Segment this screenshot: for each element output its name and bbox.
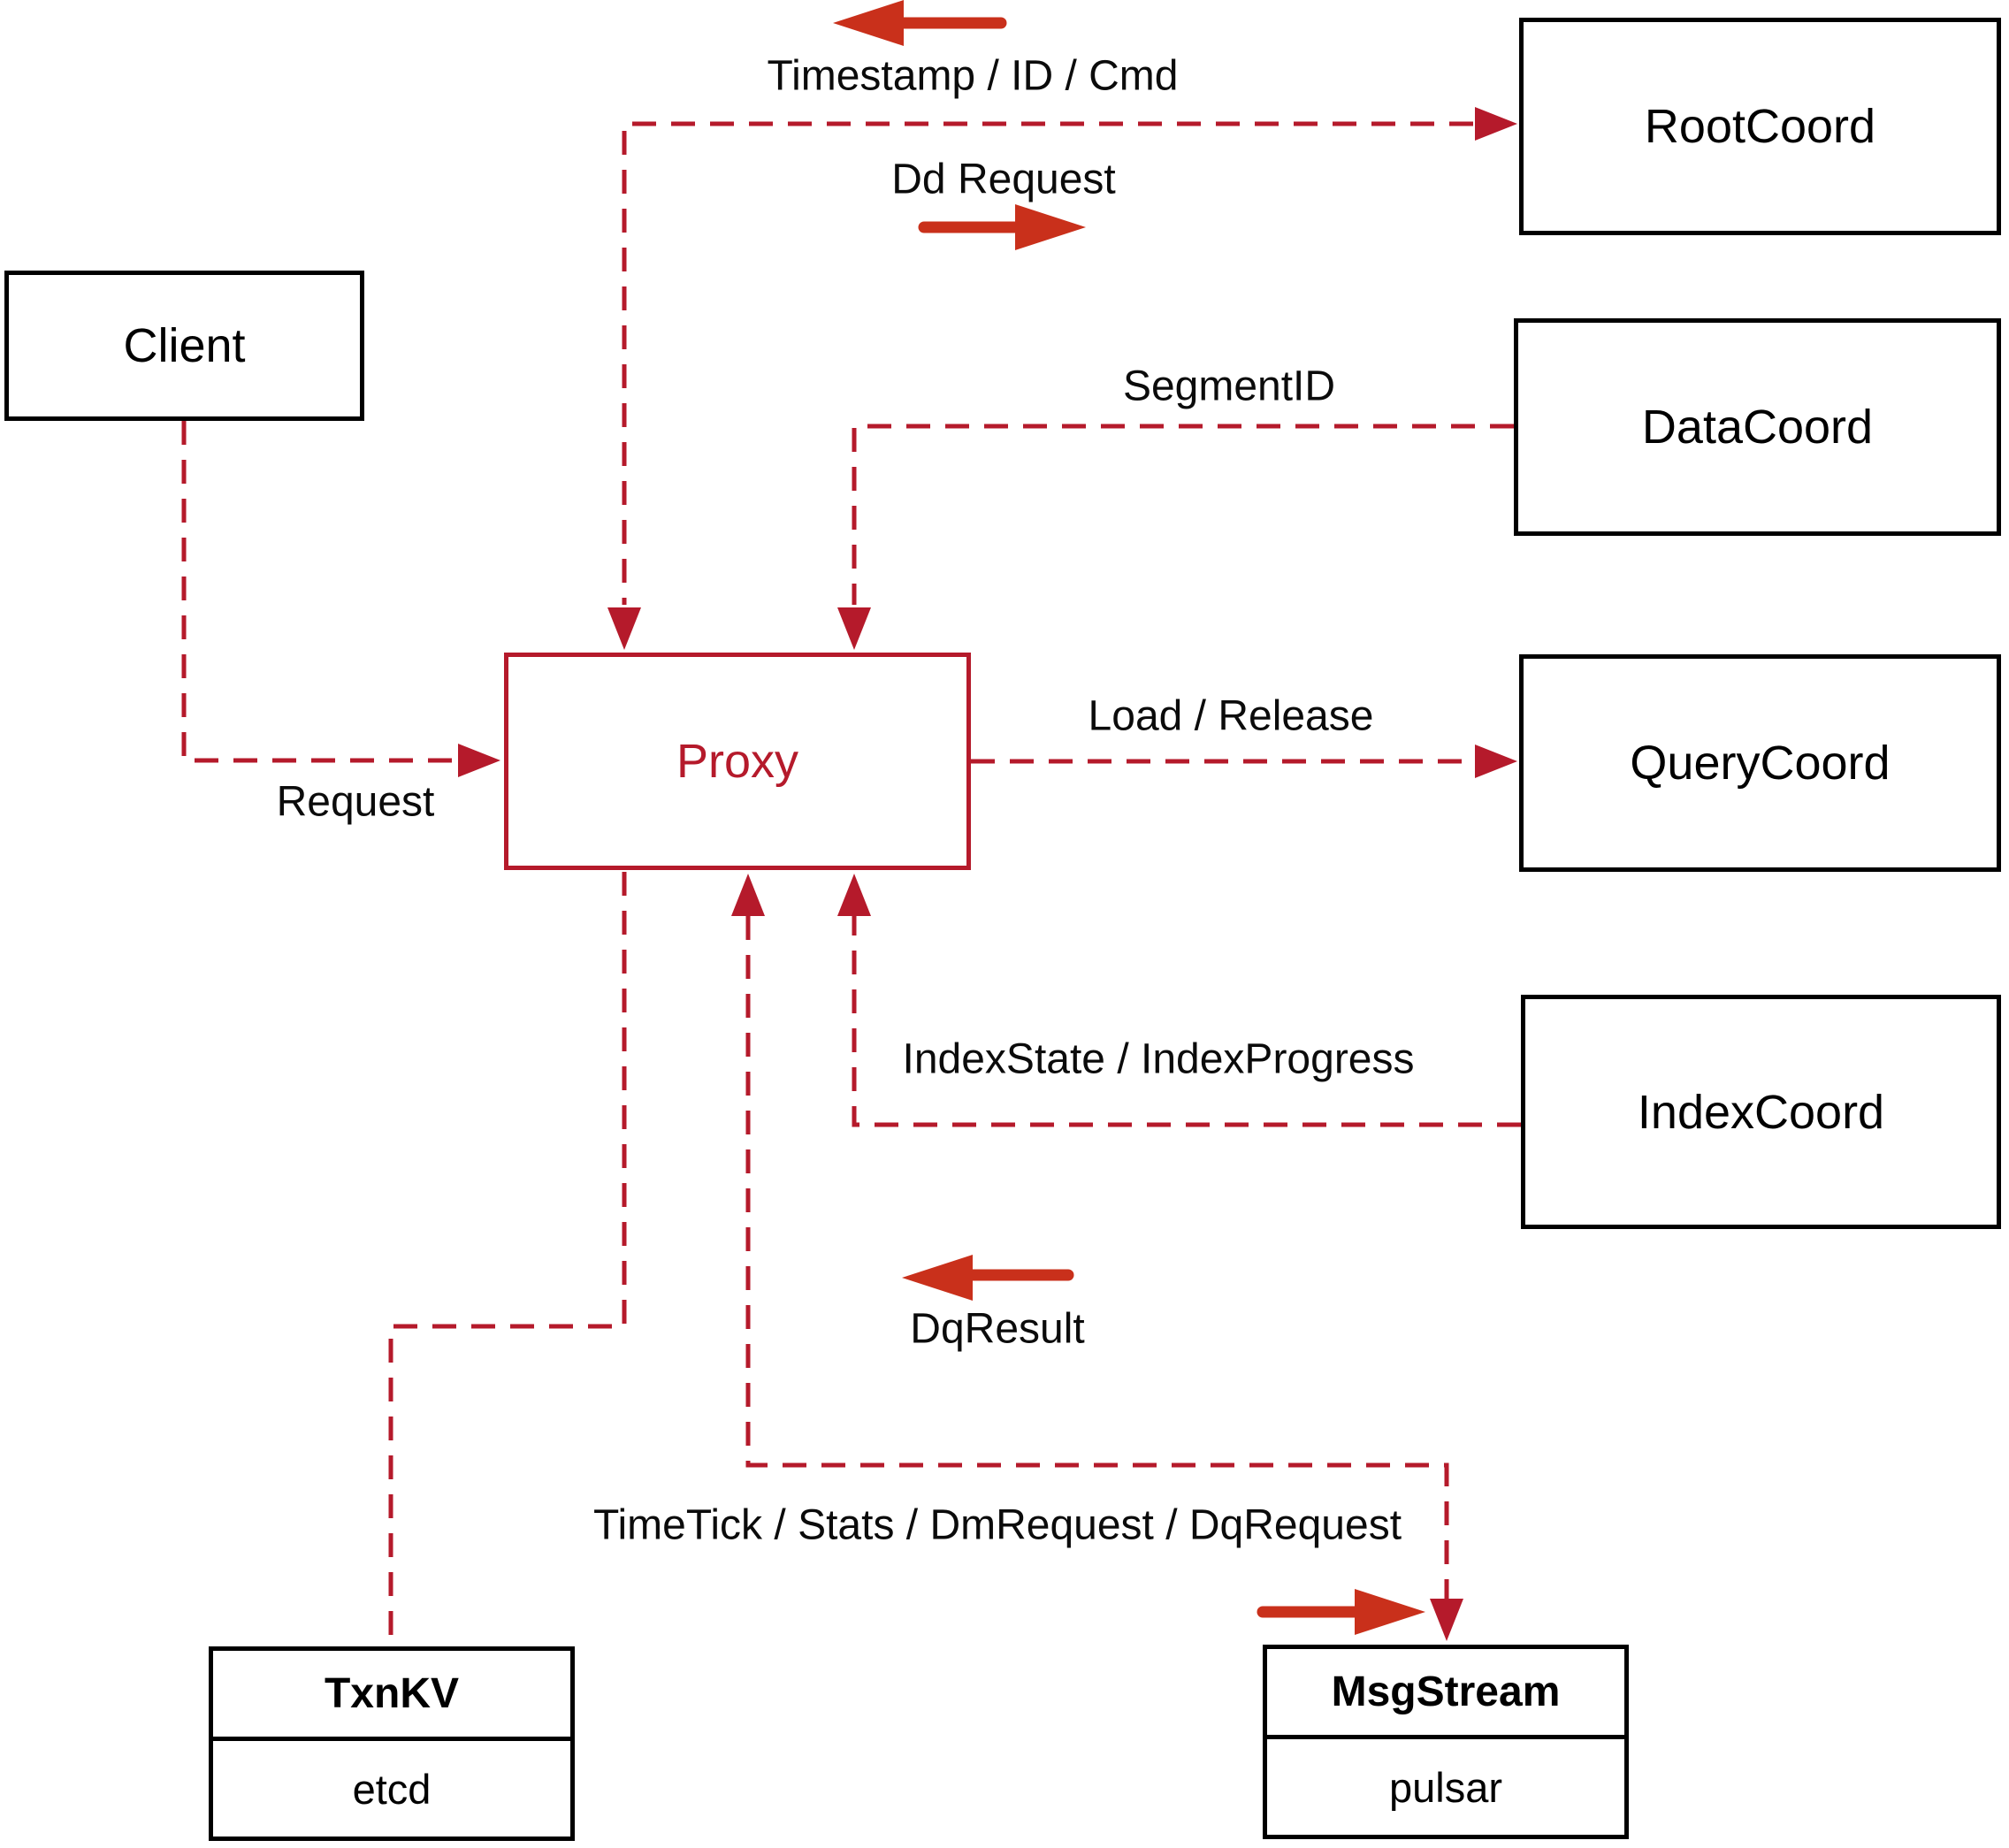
node-rootcoord-label: RootCoord (1644, 100, 1876, 153)
node-indexcoord-label: IndexCoord (1637, 1085, 1885, 1139)
node-msgstream-title: MsgStream (1267, 1649, 1624, 1739)
node-txnkv-title: TxnKV (213, 1651, 570, 1741)
arrowhead-into-proxy-left-icon (458, 744, 500, 777)
edge-label-request: Request (276, 778, 435, 826)
node-indexcoord: IndexCoord (1521, 995, 2001, 1229)
node-msgstream: MsgStream pulsar (1263, 1645, 1629, 1839)
direction-arrow-left-timestamp-icon (833, 0, 1007, 46)
node-querycoord-label: QueryCoord (1630, 737, 1891, 790)
edge-label-timetick: TimeTick / Stats / DmRequest / DqRequest (592, 1501, 1402, 1549)
node-client: Client (4, 271, 364, 421)
arrowhead-into-msgstream-icon (1430, 1599, 1463, 1641)
edge-label-load-release: Load / Release (1088, 692, 1374, 740)
arrowhead-into-proxy-top-right-icon (837, 607, 871, 650)
direction-arrow-right-dd-request-icon (918, 204, 1086, 250)
node-datacoord-label: DataCoord (1641, 401, 1874, 454)
arrowhead-into-rootcoord-icon (1475, 107, 1517, 141)
node-txnkv: TxnKV etcd (209, 1646, 575, 1841)
edge-label-dd-request: Dd Request (891, 156, 1116, 203)
edge-proxy-txnkv (388, 872, 627, 1645)
edge-datacoord-proxy (852, 424, 1514, 605)
edge-proxy-msgstream (745, 916, 1449, 1599)
edge-indexcoord-proxy (852, 916, 1521, 1127)
node-msgstream-impl: pulsar (1388, 1763, 1502, 1811)
node-proxy-label: Proxy (676, 735, 799, 788)
arrowhead-into-querycoord-icon (1475, 745, 1517, 778)
arrowhead-into-proxy-bottom-right-icon (837, 874, 871, 916)
edge-proxy-rootcoord (622, 121, 1473, 605)
edge-label-segment-id: SegmentID (1122, 363, 1336, 410)
edge-label-timestamp-id-cmd: Timestamp / ID / Cmd (767, 52, 1179, 100)
arrowhead-into-proxy-bottom-icon (731, 874, 765, 916)
arrowhead-into-proxy-top-left-icon (607, 607, 641, 650)
node-txnkv-impl: etcd (352, 1765, 432, 1813)
edge-label-dq-result: DqResult (910, 1305, 1085, 1353)
node-datacoord: DataCoord (1514, 318, 2001, 536)
direction-arrow-left-dq-result-icon (902, 1255, 1074, 1301)
edge-client-proxy (181, 421, 458, 763)
node-client-label: Client (123, 319, 246, 372)
node-rootcoord: RootCoord (1519, 18, 2001, 235)
edge-label-index-state: IndexState / IndexProgress (902, 1035, 1415, 1083)
node-proxy: Proxy (504, 653, 971, 870)
node-querycoord: QueryCoord (1519, 654, 2001, 872)
direction-arrow-right-timetick-icon (1257, 1589, 1425, 1635)
